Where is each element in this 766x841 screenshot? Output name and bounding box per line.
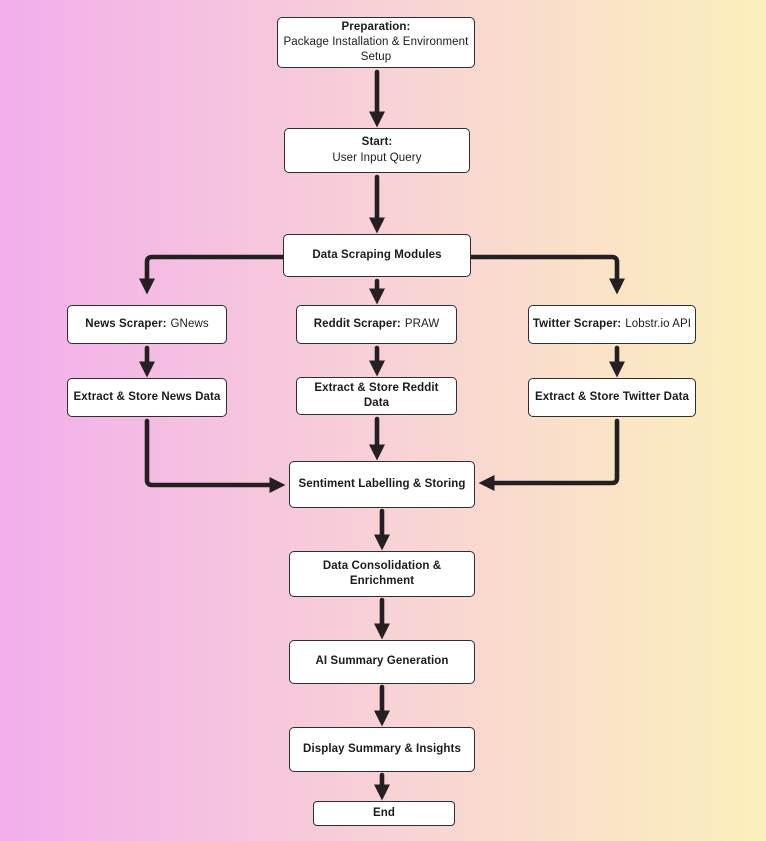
- edge-scraping-news: [138, 254, 286, 295]
- edge-extract-news-sentiment: [144, 418, 286, 494]
- node-extract-news-label: Extract & Store News Data: [73, 390, 221, 403]
- node-preparation-label: Preparation:: [341, 20, 411, 33]
- node-end-label: End: [372, 806, 396, 819]
- node-extract-twitter-label: Extract & Store Twitter Data: [534, 390, 690, 403]
- node-ai-summary-generation: AI Summary Generation: [289, 640, 475, 684]
- node-display-summary-insights: Display Summary & Insights: [289, 727, 475, 772]
- node-twitter-scraper: Twitter Scraper: Lobstr.io API: [528, 305, 696, 344]
- node-start-text: User Input Query: [332, 151, 422, 164]
- node-consolidation-label: Data Consolidation & Enrichment: [322, 559, 442, 587]
- node-data-consolidation-enrichment: Data Consolidation & Enrichment: [289, 551, 475, 597]
- node-preparation: Preparation: Package Installation & Envi…: [277, 17, 475, 68]
- node-twitter-scraper-text: Lobstr.io API: [625, 317, 692, 330]
- node-data-scraping-modules: Data Scraping Modules: [283, 234, 471, 277]
- node-end: End: [313, 801, 455, 826]
- node-start-label: Start:: [361, 136, 393, 149]
- node-extract-store-twitter-data: Extract & Store Twitter Data: [528, 378, 696, 417]
- edge-extract-twitter-sentiment: [478, 418, 620, 492]
- node-extract-reddit-label: Extract & Store Reddit Data: [314, 381, 439, 409]
- node-ai-summary-label: AI Summary Generation: [315, 655, 449, 668]
- node-sentiment-label: Sentiment Labelling & Storing: [298, 477, 466, 490]
- node-news-scraper-text: GNews: [170, 317, 209, 330]
- node-data-scraping-label: Data Scraping Modules: [312, 248, 442, 261]
- node-reddit-scraper-text: PRAW: [404, 317, 440, 330]
- node-start: Start: User Input Query: [284, 128, 470, 173]
- node-reddit-scraper: Reddit Scraper: PRAW: [296, 305, 457, 344]
- node-reddit-scraper-label: Reddit Scraper:: [313, 317, 401, 330]
- node-news-scraper: News Scraper: GNews: [67, 305, 227, 344]
- node-extract-store-news-data: Extract & Store News Data: [67, 378, 227, 417]
- node-sentiment-labelling-storing: Sentiment Labelling & Storing: [289, 461, 475, 508]
- node-extract-store-reddit-data: Extract & Store Reddit Data: [296, 377, 457, 415]
- node-news-scraper-label: News Scraper:: [85, 317, 167, 330]
- edge-scraping-twitter: [468, 254, 626, 295]
- node-twitter-scraper-label: Twitter Scraper:: [532, 317, 622, 330]
- node-preparation-text: Package Installation & Environment Setup: [283, 35, 469, 64]
- node-display-label: Display Summary & Insights: [303, 742, 461, 755]
